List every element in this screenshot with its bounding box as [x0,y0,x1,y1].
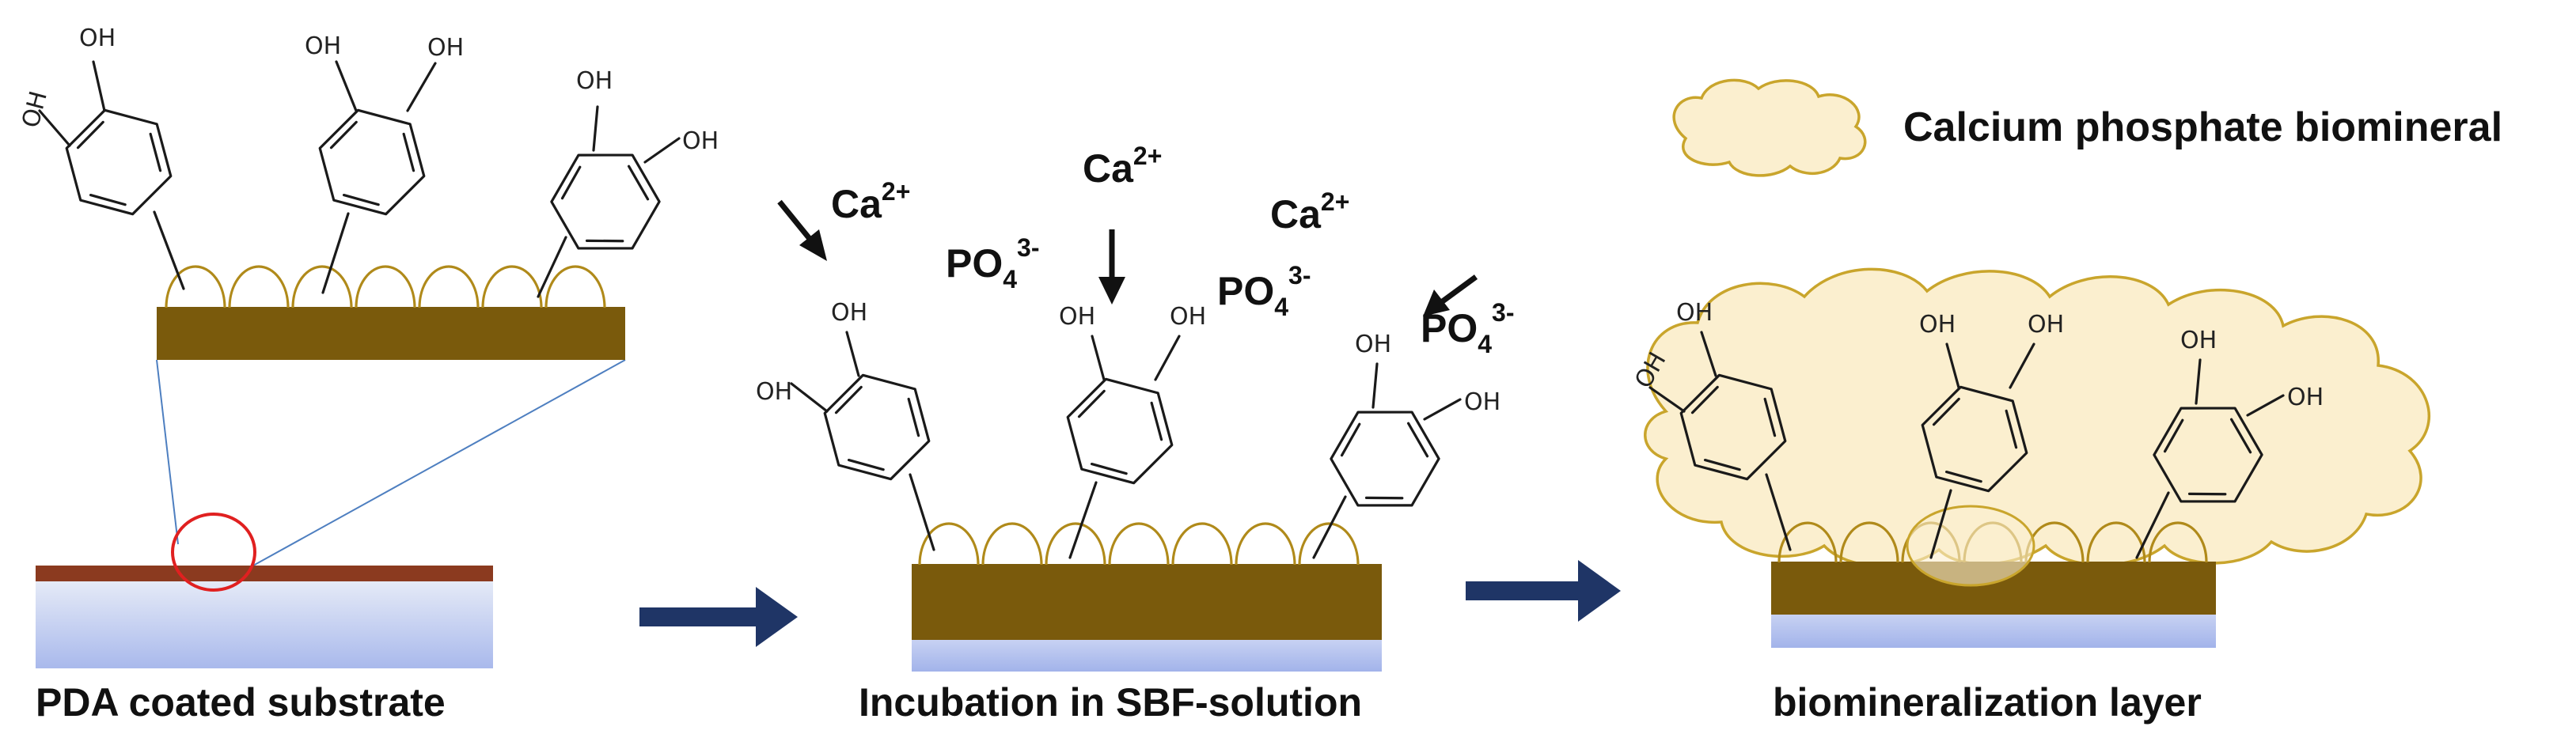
oh-label: OH [1355,331,1391,358]
substrate [912,638,1382,672]
oh-label: OH [2287,384,2324,411]
catechol-molecule-2: OH OH [1059,303,1206,559]
catechol-molecule-3: OH OH [2135,327,2324,559]
calcium-phosphate-lobe [1906,505,2035,587]
oh-label: OH [2180,327,2217,354]
calcium-ion-label: Ca2+ [831,177,910,226]
ion-arrows [777,199,1478,316]
process-arrow-1 [639,587,798,647]
calcium-ion-label: Ca2+ [1083,142,1162,191]
panel-incubation-sbf: OH OH OH OH OH OH [756,142,1515,725]
oh-label: OH [427,34,464,62]
phosphate-ion-label: PO43- [946,233,1040,293]
thin-pda-film [36,566,493,581]
caption-biomineralization-layer: biomineralization layer [1773,680,2202,725]
oh-label: OH [1464,388,1500,416]
zoom-circle [171,513,256,592]
oh-label: OH [1676,299,1713,327]
substrate [36,580,493,668]
caption-pda-coated-substrate: PDA coated substrate [36,680,446,725]
catechol-molecule-3: OH OH [537,67,719,298]
process-arrow-2 [1466,560,1621,622]
panel-pda-coated-substrate: OH OH OH OH OH OH PDA coated substrate [17,25,719,725]
oh-label: OH [756,378,792,406]
oh-label: OH [2028,311,2064,339]
legend-cloud-icon [1672,78,1867,177]
substrate [1771,613,2216,648]
zoom-line-right [252,359,626,566]
caption-incubation-sbf: Incubation in SBF-solution [859,680,1362,725]
catechol-molecule-2: OH OH [1914,311,2064,559]
catechol-molecule-1: OH OH [756,299,938,551]
oh-label: OH [17,89,53,131]
catechol-molecule-1: OH OH [17,25,185,290]
pda-layer [912,564,1382,640]
panel-biomineralization-layer: OH OH OH OH OH OH biomineralization laye… [1629,267,2430,725]
pda-arcs [918,522,1360,566]
oh-label: OH [682,127,719,155]
catechol-molecule-3: OH OH [1312,331,1500,559]
oh-label: OH [576,67,613,95]
oh-label: OH [79,25,116,52]
oh-label: OH [1919,311,1956,339]
calcium-phosphate-cloud [1644,267,2430,568]
pda-arcs [165,265,606,308]
legend: Calcium phosphate biomineral [1672,78,2502,177]
oh-label: OH [831,299,867,327]
legend-label: Calcium phosphate biomineral [1903,104,2502,150]
phosphate-ion-label: PO43- [1217,261,1311,321]
pda-layer [157,307,625,360]
oh-label: OH [1170,303,1206,331]
zoom-line-left [156,359,179,545]
oh-label: OH [305,32,341,60]
oh-label: OH [1059,303,1095,331]
calcium-ion-label: Ca2+ [1270,187,1349,236]
catechol-molecule-2: OH OH [305,32,464,294]
phosphate-ion-label: PO43- [1421,298,1515,358]
